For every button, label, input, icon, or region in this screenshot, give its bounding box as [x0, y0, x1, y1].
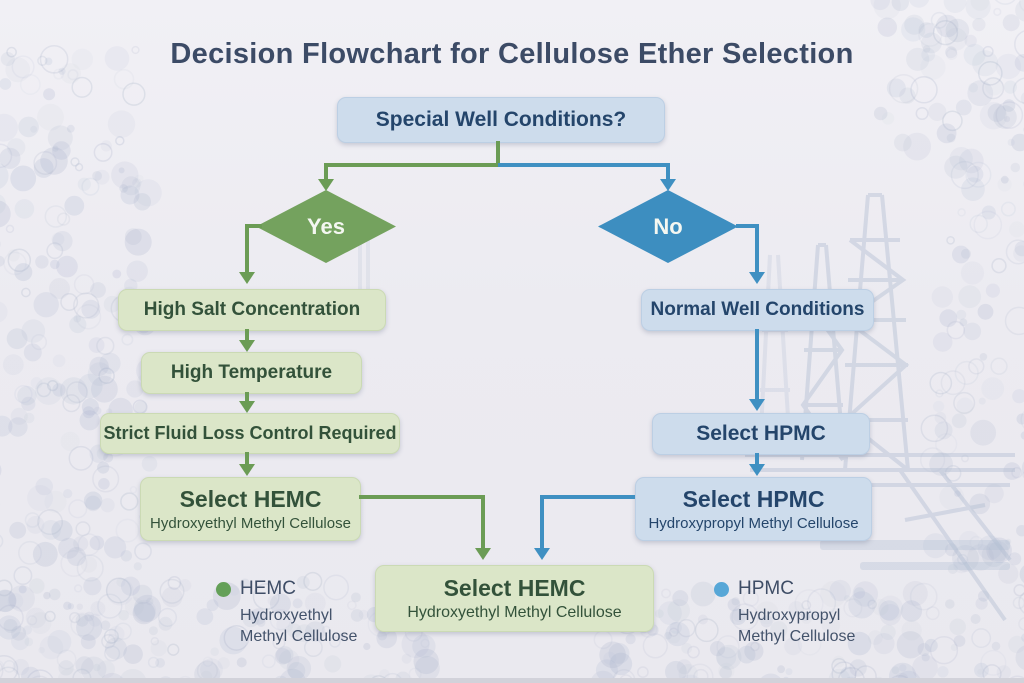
connector-temp-fluid [245, 392, 249, 402]
connector-hpmc-final-h [540, 495, 635, 499]
node-subtitle: Hydroxypropyl Methyl Cellulose [648, 515, 859, 532]
arrowhead-hpmc-final [534, 548, 550, 560]
connector-yes-elbow-h [245, 224, 262, 228]
connector-no-elbow-h [736, 224, 759, 228]
connector-to-no [666, 163, 670, 180]
arrowhead-to-no [660, 179, 676, 191]
arrowhead-normal-hpmc [749, 399, 765, 411]
node-title: Select HEMC [179, 486, 322, 512]
node-strict-fluid-loss-control: Strict Fluid Loss Control Required [100, 413, 400, 454]
arrowhead-to-yes [318, 179, 334, 191]
yes-label: Yes [307, 213, 345, 239]
node-final-select-hemc: Select HEMC Hydroxyethyl Methyl Cellulos… [375, 565, 654, 632]
connector-split-right [498, 163, 670, 167]
node-label: Strict Fluid Loss Control Required [103, 423, 397, 443]
node-title: Select HPMC [682, 486, 825, 512]
arrowhead-salt-temp [239, 340, 255, 352]
node-label: Special Well Conditions? [375, 108, 627, 131]
connector-hpmc-final-v [540, 495, 544, 549]
arrowhead-yes-branch [239, 272, 255, 284]
legend-hemc: HEMC Hydroxyethyl Methyl Cellulose [216, 578, 386, 647]
node-select-hpmc-result: Select HPMC Hydroxypropyl Methyl Cellulo… [635, 477, 872, 541]
no-label: No [653, 213, 683, 239]
connector-hemc-final-h [359, 495, 485, 499]
arrowhead-hpmc-result [749, 464, 765, 476]
legend-line1: Hydroxyethyl [240, 607, 333, 624]
connector-hpmc-result [755, 453, 759, 465]
page-title: Decision Flowchart for Cellulose Ether S… [170, 38, 854, 70]
node-title: Select HEMC [443, 575, 586, 601]
arrowhead-temp-fluid [239, 401, 255, 413]
node-normal-well-conditions: Normal Well Conditions [641, 289, 874, 331]
node-select-hpmc-step: Select HPMC [652, 413, 870, 455]
node-subtitle: Hydroxyethyl Methyl Cellulose [407, 604, 622, 621]
connector-normal-hpmc [755, 329, 759, 400]
arrowhead-hemc-final [475, 548, 491, 560]
node-select-hemc: Select HEMC Hydroxyethyl Methyl Cellulos… [140, 477, 361, 541]
node-subtitle: Hydroxyethyl Methyl Cellulose [150, 515, 351, 532]
legend-abbr: HPMC [738, 578, 794, 599]
legend-hpmc: HPMC Hydroxypropyl Methyl Cellulose [714, 578, 884, 647]
connector-to-yes [324, 163, 328, 180]
connector-root-stub [496, 141, 500, 165]
arrowhead-fluid-hemc [239, 464, 255, 476]
hemc-color-dot-icon [216, 581, 231, 597]
hpmc-color-dot-icon [714, 581, 729, 597]
connector-hemc-final-v [481, 495, 485, 549]
bottom-edge-strip [0, 678, 1024, 683]
decision-yes-diamond: Yes [256, 190, 396, 263]
node-label: Normal Well Conditions [650, 299, 865, 320]
arrowhead-no-branch [749, 272, 765, 284]
connector-fluid-hemc [245, 452, 249, 465]
node-label: High Salt Concentration [143, 299, 361, 320]
node-high-salt-concentration: High Salt Concentration [118, 289, 386, 331]
node-high-temperature: High Temperature [141, 352, 362, 394]
node-special-well-conditions: Special Well Conditions? [337, 97, 665, 143]
node-label: High Temperature [170, 362, 333, 383]
connector-yes-elbow-v [245, 224, 249, 273]
connector-salt-temp [245, 329, 249, 341]
connector-no-elbow-v [755, 224, 759, 273]
legend-line1: Hydroxypropyl [738, 607, 841, 624]
decision-no-diamond: No [598, 190, 738, 263]
node-label: Select HPMC [696, 422, 826, 445]
legend-line2: Methyl Cellulose [738, 628, 856, 645]
connector-split-left [324, 163, 498, 167]
legend-abbr: HEMC [240, 578, 296, 599]
legend-line2: Methyl Cellulose [240, 628, 358, 645]
